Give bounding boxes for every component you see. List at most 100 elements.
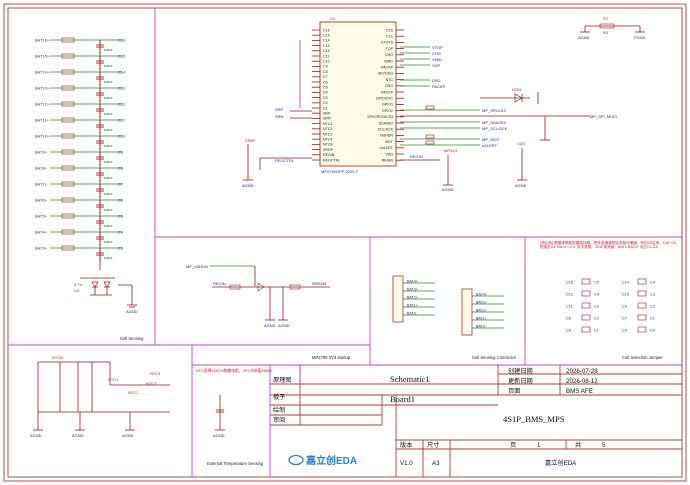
ic-pin-right-label: NTC — [386, 78, 394, 82]
jumper-header[interactable] — [581, 314, 591, 321]
cell-output-label: C3 — [118, 246, 124, 251]
ic-pin-left-label: C7 — [323, 75, 328, 79]
connector-pin-label: BAT3+ — [476, 300, 487, 304]
cell-input-label: BAT12+ — [35, 102, 50, 107]
jumper-header[interactable] — [581, 278, 591, 285]
jumper-header[interactable] — [637, 314, 647, 321]
jumper-header[interactable] — [581, 326, 591, 333]
tb-updated-label: 更新日期 — [508, 377, 533, 385]
ic-pin-left-label: NTC3 — [323, 132, 332, 136]
cell-input-label: BAT4+ — [35, 230, 48, 235]
vdd-label: VDD — [517, 141, 526, 146]
zener-u2-block: 4.7V U2 AGND — [74, 277, 138, 314]
cell-resistor — [61, 85, 75, 91]
cell-output-label: C14 — [118, 70, 126, 75]
cell-output-label: C5 — [118, 214, 124, 219]
ic-pin-left-label: C8 — [323, 70, 328, 74]
jumper-label: C16 — [566, 280, 573, 284]
jumper-header[interactable] — [637, 290, 647, 297]
ic-pin-right-label: CHG — [385, 53, 393, 57]
ic-pin-left-label: C9 — [323, 65, 328, 69]
cell-cap-value: 100nF — [104, 80, 113, 84]
cell-resistor — [61, 213, 75, 219]
section-title-startup: MP2796 3V3 startup — [312, 355, 351, 360]
jumper-header[interactable] — [637, 302, 647, 309]
jumper-label: C9 — [622, 304, 627, 308]
connector-body — [392, 275, 404, 323]
cell-cap-value: 100nF — [104, 192, 113, 196]
cell-output-label: C10 — [118, 134, 126, 139]
section-title-cell-sensing: Cell Sensing — [120, 336, 144, 341]
ic-pin-left-label: REGCTRL — [323, 158, 340, 162]
cell-output-label: C6 — [118, 198, 124, 203]
cell-input-label: BAT13+ — [35, 86, 50, 91]
r1-block: R1 0Ω AGND PGND — [578, 16, 646, 40]
tb-review-label: 审阅 — [273, 416, 285, 424]
tb-schematic-name: Schematic1 — [390, 374, 430, 384]
cell-cap-value: 100nF — [104, 208, 113, 212]
cell-cap-value: 100nF — [104, 256, 113, 260]
cell-cap-value: 100nF — [104, 144, 113, 148]
connector-pin-label: BAT2+ — [407, 295, 418, 299]
regin-label: REGIN — [410, 154, 423, 159]
jumper-header[interactable] — [637, 326, 647, 333]
cell-resistor — [61, 197, 75, 203]
regctrl-label: REGCTRL — [275, 158, 295, 163]
cell-resistor — [61, 181, 75, 187]
spi-cs-label: MP_SPI/CS3 — [482, 108, 506, 113]
tb-total-pages: 5 — [602, 442, 606, 449]
ic-pin-left-label: NTC4 — [323, 138, 332, 142]
agnd-right: AGND — [442, 187, 454, 192]
connector-body — [461, 288, 473, 336]
jumper-label: C8 — [566, 316, 571, 320]
ic-pin-right-label: GPIO2 — [382, 109, 393, 113]
company-logo: 嘉立创EDA — [288, 454, 357, 467]
ic-pin-left-label: C5 — [323, 86, 328, 90]
tb-project-name: 4S1P_BMS_MPS — [503, 414, 565, 424]
ic-pin-left-label: C14 — [323, 39, 330, 43]
ntc-label-1: NTC1 — [108, 377, 119, 382]
ic-pin-left-label: C11 — [323, 54, 329, 58]
ic-left-bus: SRP SRN VREF AGND REGCTRL — [242, 40, 312, 188]
connector-pin-label: BAT4+ — [476, 292, 487, 296]
u2-label: U2 — [74, 288, 80, 293]
jumper-block: (按比例) 根据串联数配置跳线帽，把未用通道短接到相邻通道。例如4S应用：C16… — [540, 241, 676, 333]
logo-text: 嘉立创EDA — [305, 454, 357, 467]
srp-label: SRP — [275, 107, 284, 112]
ic-pin-left-label: VRDP — [323, 148, 334, 152]
pgnd-r1: PGND — [634, 35, 646, 40]
ntc-label-3: NTC3 — [146, 381, 157, 386]
cell-cap-value: 100nF — [104, 128, 113, 132]
cell-output-label: C9 — [118, 150, 124, 155]
jumper-header[interactable] — [637, 278, 647, 285]
ic-pin-left-label: C13 — [323, 44, 330, 48]
ic-pin-right-label: SEVDSG — [378, 72, 393, 76]
cell-output-label: C4 — [118, 230, 124, 235]
ic-pin-right-label: VDD — [385, 152, 393, 156]
ntc-label-2: NTC2 — [128, 390, 139, 395]
cell-input-label: BAT8+ — [35, 166, 48, 171]
agnd-ntc3: AGND — [122, 433, 134, 438]
ic-pin-right-label: C1S — [386, 35, 394, 39]
agnd-startup-1: AGND — [264, 323, 276, 328]
nshdn-startup: NSHDN — [312, 281, 326, 286]
cell-resistor — [61, 69, 75, 75]
jumper-header[interactable] — [581, 290, 591, 297]
jumper-header[interactable] — [581, 302, 591, 309]
cell-cap-value: 100nF — [104, 176, 113, 180]
cell-connector-2: BAT4+BAT3+BAT2+BAT1+BAT0- — [461, 288, 504, 336]
ic-pin-right-label: TOP — [386, 47, 394, 51]
cell-cap-value: 100nF — [104, 64, 113, 68]
sheet-border — [3, 3, 687, 482]
cell-output-label: C12 — [118, 102, 126, 107]
ic-pin-right-label: SCL/SCK — [378, 128, 394, 132]
jumper-label: C6 — [566, 328, 571, 332]
sheet-inner-border — [7, 7, 683, 478]
agnd-left: AGND — [242, 183, 254, 188]
agnd-temp: AGND — [213, 433, 225, 438]
cell-input-label: BAT16+ — [35, 38, 50, 43]
ic-pin-right-label: REGIN — [382, 159, 394, 163]
agnd-r1: AGND — [578, 35, 590, 40]
title-block: 原理图 Schematic1 板子 Board1 绘制 审阅 创建日期 2026… — [270, 365, 682, 477]
